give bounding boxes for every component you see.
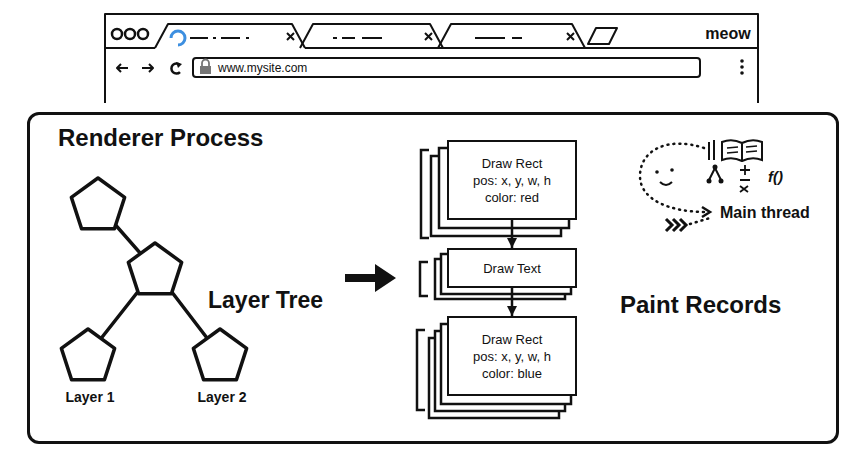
thread-arrowhead bbox=[702, 207, 710, 217]
forward-icon bbox=[142, 64, 153, 72]
book-lines bbox=[727, 146, 757, 153]
tab-bar-line bbox=[105, 47, 758, 49]
layer-pentagon bbox=[61, 329, 114, 380]
window-button bbox=[125, 29, 135, 39]
record-text: Draw Rect bbox=[482, 331, 543, 348]
smile bbox=[660, 182, 672, 185]
paint-record-box: Draw Rectpos: x, y, w, hcolor: red bbox=[447, 140, 577, 220]
tree-icon-dot bbox=[713, 165, 718, 170]
window-button bbox=[112, 29, 122, 39]
thread-dots bbox=[690, 218, 710, 224]
pencil-icon bbox=[709, 140, 714, 160]
tree-icon-dot bbox=[707, 179, 712, 184]
layer-pentagon bbox=[71, 178, 124, 229]
layer-label: Layer 1 bbox=[65, 389, 114, 405]
layer-pentagon bbox=[193, 329, 246, 380]
url-text: www.mysite.com bbox=[218, 61, 307, 75]
thread-loop bbox=[640, 144, 706, 212]
section-label: Paint Records bbox=[620, 291, 781, 319]
eye bbox=[655, 170, 659, 174]
browser-window bbox=[105, 14, 758, 103]
tab-placeholder bbox=[333, 37, 382, 39]
layer-label: Layer 2 bbox=[197, 389, 246, 405]
loading-icon bbox=[171, 31, 185, 45]
close-icon bbox=[567, 33, 574, 40]
record-text: color: blue bbox=[482, 365, 542, 382]
browser-tab bbox=[300, 24, 443, 48]
flow-arrow bbox=[345, 264, 396, 292]
record-bracket bbox=[417, 330, 425, 410]
record-bracket bbox=[417, 150, 429, 410]
tree-icon-dot bbox=[719, 179, 724, 184]
close-icon bbox=[425, 33, 432, 40]
record-bracket bbox=[420, 262, 428, 296]
section-label: Layer Tree bbox=[208, 287, 323, 314]
new-tab-button bbox=[588, 28, 617, 44]
tab-placeholder bbox=[475, 37, 522, 39]
address-bar bbox=[193, 58, 700, 77]
book-icon bbox=[722, 140, 762, 161]
window-button bbox=[138, 29, 148, 39]
lock-icon bbox=[202, 60, 209, 67]
lock-icon bbox=[200, 66, 211, 74]
browser-label: meow bbox=[705, 25, 750, 43]
record-text: Draw Text bbox=[483, 260, 541, 277]
browser-tab bbox=[438, 24, 585, 48]
paint-record-box: Draw Text bbox=[447, 248, 577, 288]
layer-pentagon bbox=[128, 243, 181, 294]
back-icon bbox=[117, 64, 128, 72]
record-bracket bbox=[421, 150, 429, 238]
panel-title: Renderer Process bbox=[58, 124, 263, 152]
menu-dot bbox=[740, 59, 744, 63]
flow-arrow bbox=[511, 288, 514, 316]
function-icon-text: f() bbox=[768, 168, 783, 185]
browser-frame bbox=[105, 14, 758, 103]
flow-arrow bbox=[511, 220, 514, 248]
renderer-process-panel: Renderer ProcessDraw Rectpos: x, y, w, h… bbox=[27, 112, 839, 444]
menu-dot bbox=[740, 71, 744, 75]
paint-record-box: Draw Rectpos: x, y, w, hcolor: blue bbox=[447, 316, 577, 396]
eye bbox=[670, 168, 674, 172]
reload-icon bbox=[176, 62, 182, 68]
thread-label: Main thread bbox=[720, 204, 810, 222]
tab-placeholder bbox=[190, 37, 249, 39]
record-text: Draw Rect bbox=[482, 155, 543, 172]
record-text: color: red bbox=[485, 189, 539, 206]
browser-tab bbox=[155, 24, 305, 48]
record-text: pos: x, y, w, h bbox=[473, 348, 551, 365]
math-symbols bbox=[740, 165, 750, 192]
layer-tree bbox=[61, 178, 246, 380]
record-text: pos: x, y, w, h bbox=[473, 172, 551, 189]
close-icon bbox=[287, 33, 294, 40]
tree-icon bbox=[709, 168, 721, 180]
menu-dot bbox=[740, 65, 744, 69]
chevrons bbox=[666, 219, 686, 231]
